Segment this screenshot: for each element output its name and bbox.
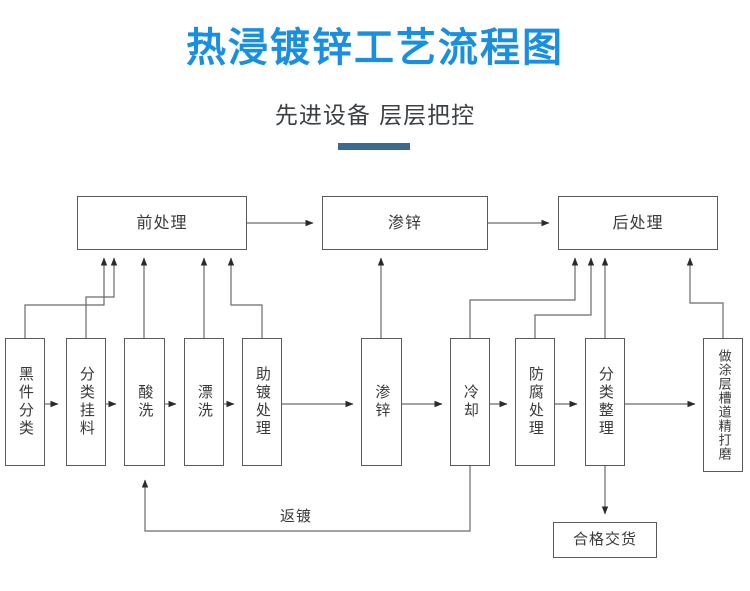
node-label: 后处理 xyxy=(612,212,664,232)
node-label: 酸洗 xyxy=(136,384,155,420)
edge-p10-post xyxy=(686,257,724,338)
edge-p2-pre xyxy=(85,257,118,338)
node-rinsing[interactable]: 漂洗 xyxy=(184,338,224,466)
node-label: 冷却 xyxy=(461,384,480,420)
page-title: 热浸镀锌工艺流程图 xyxy=(186,25,564,71)
node-sorting-finishing[interactable]: 分类整理 xyxy=(585,338,625,466)
edge-p7-post xyxy=(469,257,579,338)
node-label: 前处理 xyxy=(136,212,188,232)
edge-p1-pre xyxy=(24,257,108,338)
node-label: 分类整理 xyxy=(596,366,615,438)
node-label: 防腐处理 xyxy=(526,366,545,438)
title-divider xyxy=(338,143,410,150)
node-label: 渗锌 xyxy=(373,384,392,420)
edge-p5-pre xyxy=(227,257,263,338)
node-sorting-hanging[interactable]: 分类挂料 xyxy=(66,338,106,466)
node-label: 黑件分类 xyxy=(16,366,35,438)
node-label: 漂洗 xyxy=(195,384,214,420)
node-galvanizing[interactable]: 渗锌 xyxy=(361,338,402,466)
node-coating-groove-polish[interactable]: 做涂层槽道精打磨 xyxy=(703,338,743,472)
node-anticorrosion[interactable]: 防腐处理 xyxy=(515,338,555,466)
node-pickling[interactable]: 酸洗 xyxy=(124,338,165,466)
edge-p8-post xyxy=(534,257,595,338)
node-cooling[interactable]: 冷却 xyxy=(450,338,490,466)
node-qualified-delivery[interactable]: 合格交货 xyxy=(553,522,657,558)
node-black-part-sorting[interactable]: 黑件分类 xyxy=(5,338,45,466)
node-label: 合格交货 xyxy=(572,530,637,549)
feedback-loop-label: 返镀 xyxy=(275,505,318,526)
node-label: 助镀处理 xyxy=(253,366,272,438)
node-label: 渗锌 xyxy=(387,212,422,232)
node-pre-treatment[interactable]: 前处理 xyxy=(77,196,247,250)
node-fluxing[interactable]: 助镀处理 xyxy=(242,338,282,466)
node-label: 分类挂料 xyxy=(77,366,96,438)
node-post-treatment[interactable]: 后处理 xyxy=(558,196,718,250)
edge-feedback-loop xyxy=(141,466,471,532)
node-label: 做涂层槽道精打磨 xyxy=(715,349,731,461)
page-subtitle: 先进设备 层层把控 xyxy=(274,103,476,129)
node-zinc-stage[interactable]: 渗锌 xyxy=(322,196,488,250)
